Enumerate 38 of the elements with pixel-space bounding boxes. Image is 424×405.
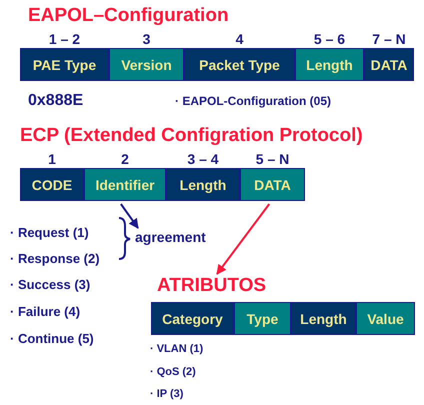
packet-field: Identifier	[84, 168, 166, 201]
list-item: · VLAN (1)	[150, 343, 204, 355]
packet-field: DATA	[364, 48, 414, 81]
section-heading: ATRIBUTOS	[157, 275, 266, 297]
list-item: · EAPOL-Configuration (05)	[175, 94, 331, 108]
packet-field: DATA	[240, 168, 305, 201]
list-item: · IP (3)	[150, 388, 184, 400]
packet-field: PAE Type	[20, 48, 109, 81]
list-item: · QoS (2)	[150, 366, 196, 378]
packet-field: Packet Type	[184, 48, 295, 81]
annotation-text: agreement	[135, 229, 206, 245]
packet-field: Version	[109, 48, 184, 81]
arrow	[216, 203, 270, 275]
byte-number: 1 – 2	[48, 31, 82, 47]
section-heading: ECP (Extended Configration Protocol)	[20, 125, 363, 147]
section-heading: EAPOL–Configuration	[28, 5, 229, 27]
arrow	[120, 203, 139, 229]
list-item: · Success (3)	[10, 277, 90, 292]
packet-field: Length	[295, 48, 364, 81]
packet-field: Value	[356, 302, 415, 335]
packet-field: CODE	[20, 168, 84, 201]
packet-field: Type	[234, 302, 291, 335]
packet-field: Category	[151, 302, 234, 335]
byte-number: 2	[120, 151, 130, 167]
byte-number: 7 – N	[371, 31, 407, 47]
hex-value: 0x888E	[28, 92, 84, 110]
byte-number: 3	[142, 31, 152, 47]
packet-field: Length	[166, 168, 240, 201]
byte-number: 5 – N	[254, 151, 290, 167]
list-item: · Failure (4)	[10, 304, 80, 319]
byte-number: 1	[47, 151, 57, 167]
list-item: · Continue (5)	[10, 331, 94, 346]
byte-number: 3 – 4	[186, 151, 220, 167]
packet-field: Length	[291, 302, 356, 335]
byte-number: 5 – 6	[312, 31, 346, 47]
list-item: · Response (2)	[10, 251, 100, 266]
byte-number: 4	[234, 31, 244, 47]
list-item: · Request (1)	[10, 225, 89, 240]
